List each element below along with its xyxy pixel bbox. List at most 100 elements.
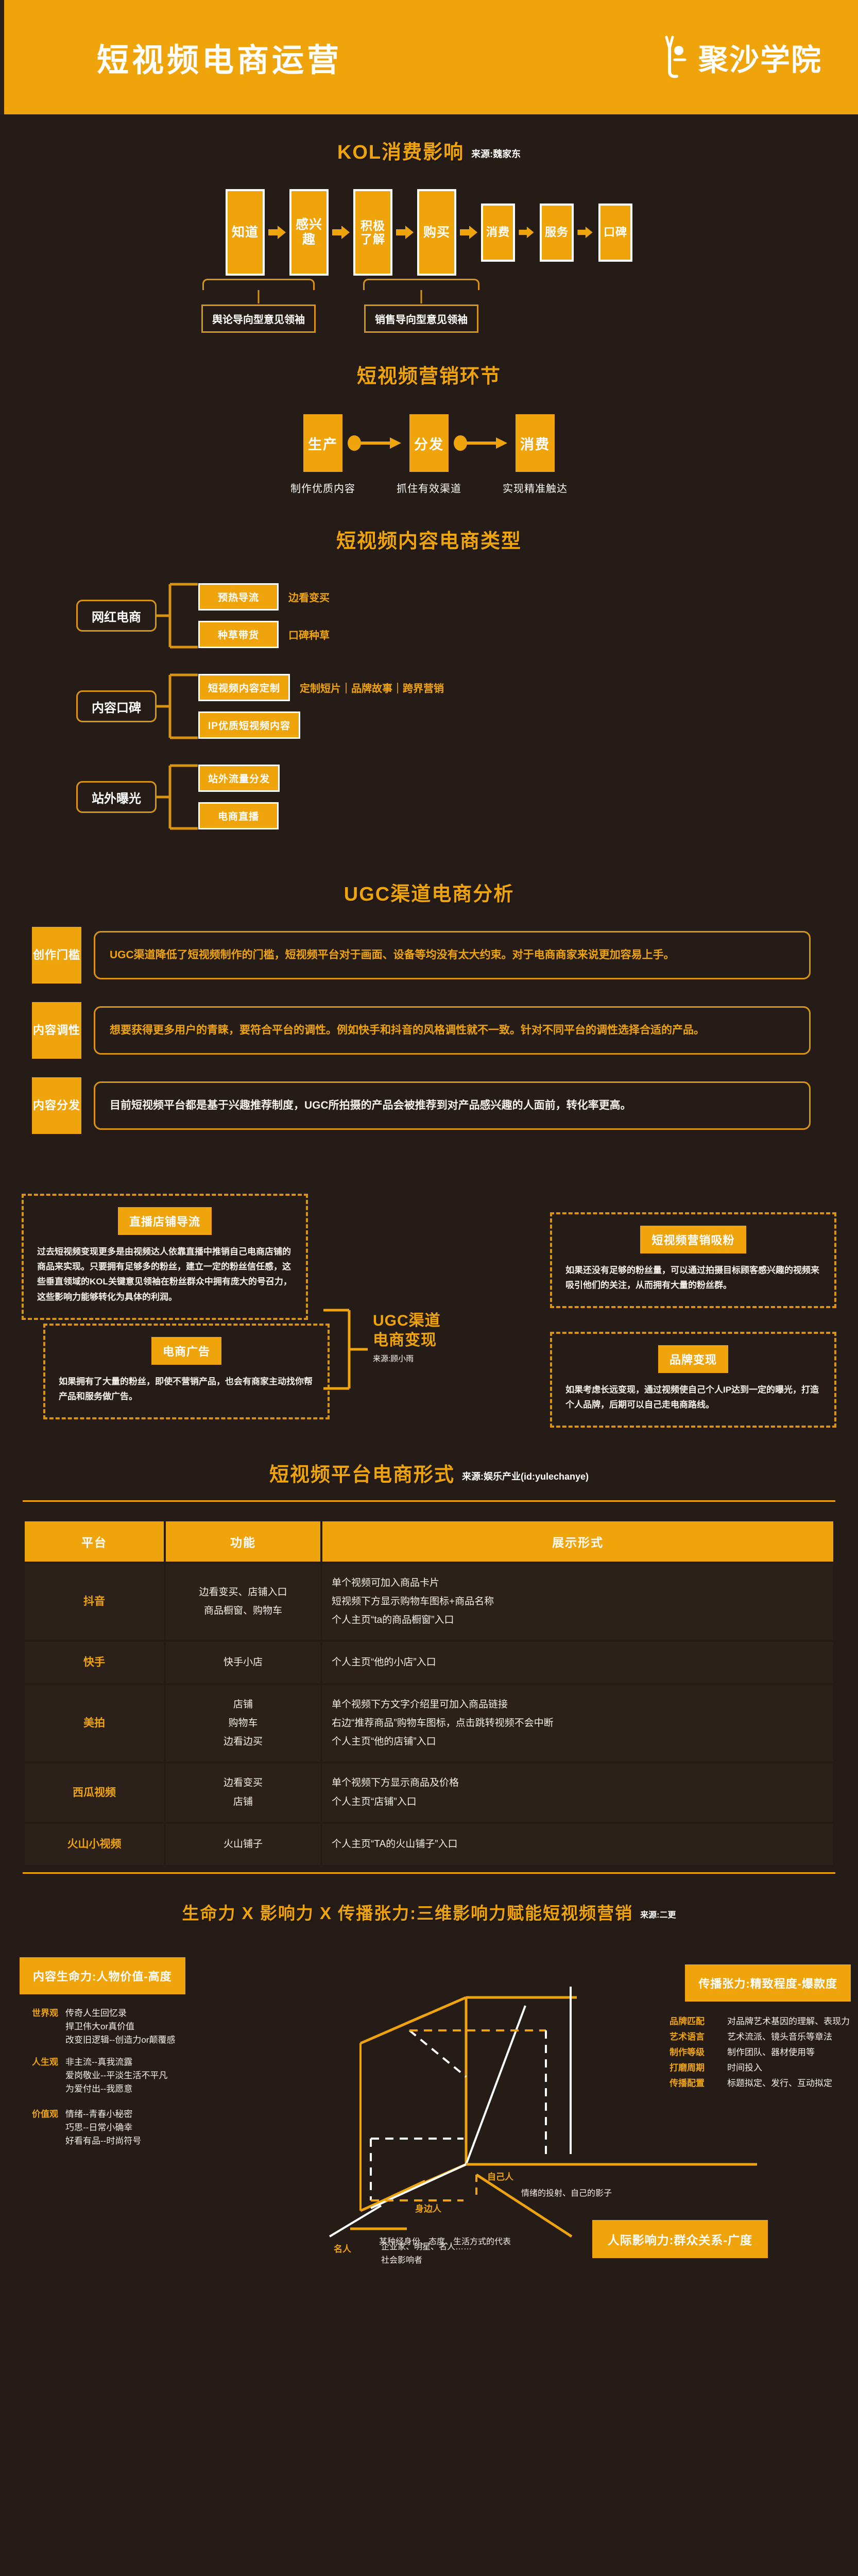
table-top-rule: [23, 1500, 835, 1502]
right-axis-value: 标题拟定、发行、互动拟定: [727, 2078, 832, 2088]
stage-section-header: 短视频营销环节: [0, 360, 858, 388]
monetize-quadrants: 直播店铺导流 过去短视频变现更多是由视频达人依靠直播中推销自己电商店铺的商品来实…: [0, 1194, 858, 1449]
platform-table-header: 短视频平台电商形式 来源:娱乐产业(id:yulechanye): [0, 1459, 858, 1487]
cube-section-title: 生命力 X 影响力 X 传播张力:三维影响力赋能短视频营销: [182, 1903, 633, 1923]
tree-group-zhanwai: 站外曝光 站外流量分发 电商直播: [76, 758, 858, 836]
cell-format-meipai: 单个视频下方文字介绍里可加入商品链接 右边“推荐商品”购物车图标，点击跳转视频不…: [322, 1685, 833, 1762]
table-row: 西瓜视频 边看变买 店铺 单个视频下方显示商品及价格 个人主页“店铺”入口: [25, 1764, 833, 1822]
stage-box-consume: 消费: [516, 414, 555, 472]
ugc-panel-list: 创作门槛 UGC渠道降低了短视频制作的门槛，短视频平台对于画面、设备等均没有太大…: [0, 927, 858, 1134]
cube-depth-label-celebrity: 名人: [334, 2244, 351, 2254]
right-axis-value: 时间投入: [727, 2062, 762, 2073]
fmt-line: 个人主页“他的店铺”入口: [332, 1736, 436, 1748]
cube-depth-label-self: 自己人: [487, 2172, 513, 2182]
stage-caption-produce: 制作优质内容: [290, 483, 355, 495]
dot-arrow-icon: [342, 435, 409, 451]
axis-row-worldview: 世界观 传奇人生回忆录 捍卫伟大or真价值 改变旧逻辑--创造力or颠覆感: [32, 2007, 341, 2047]
types-section-title: 短视频内容电商类型: [336, 531, 522, 552]
arrow-right-icon: [460, 225, 477, 240]
dot-arrow-icon: [449, 435, 516, 451]
cell-format-xigua: 单个视频下方显示商品及价格 个人主页“店铺”入口: [322, 1764, 833, 1822]
platform-table-section: 短视频平台电商形式 来源:娱乐产业(id:yulechanye) 平台 功能 展…: [0, 1449, 858, 1874]
table-row: 快手 快手小店 个人主页“他的小店”入口: [25, 1642, 833, 1684]
kol-section-header: KOL消费影响 来源:魏家东: [0, 136, 858, 164]
axis-value: 捍卫伟大or真价值: [65, 2021, 135, 2031]
monetize-center-title-line2: 电商变现: [373, 1331, 437, 1349]
col-platform: 平台: [25, 1521, 164, 1562]
cell-format-kuaishou: 个人主页“他的小店”入口: [322, 1642, 833, 1684]
table-row: 火山小视频 火山铺子 个人主页“TA的火山铺子”入口: [25, 1823, 833, 1865]
right-axis-key: 品牌匹配: [670, 2016, 705, 2026]
axis-value: 好看有品--时尚符号: [65, 2136, 142, 2146]
tree-chip-ip-content: IP优质短视频内容: [200, 713, 299, 737]
stage-caption-distribute: 抓住有效渠道: [397, 483, 461, 495]
quad-live-store: 直播店铺导流 过去短视频变现更多是由视频达人依靠直播中推销自己电商店铺的商品来实…: [22, 1194, 308, 1320]
cube-right-axis-list: 品牌匹配 对品牌艺术基因的理解、表现力 艺术语言 艺术流派、镜头音乐等章法 制作…: [670, 2014, 850, 2091]
func-line: 商品橱窗、购物车: [203, 1605, 282, 1617]
cube-band-content-vitality: 内容生命力:人物价值-高度: [20, 1957, 185, 1994]
kol-step-purchase: 购买: [419, 191, 454, 274]
stage-box-produce: 生产: [303, 414, 342, 472]
cell-platform-xigua: 西瓜视频: [25, 1764, 164, 1822]
kol-step-know: 知道: [228, 191, 263, 274]
bracket-opinion: [202, 279, 315, 290]
func-line: 快手小店: [223, 1657, 263, 1668]
cube-depth-note-celebrity-2: 社会影响者: [381, 2256, 423, 2265]
ugc-text-threshold: UGC渠道降低了短视频制作的门槛，短视频平台对于画面、设备等均没有太大约束。对于…: [94, 931, 811, 979]
platform-table-source: 来源:娱乐产业(id:yulechanye): [461, 1471, 589, 1482]
tree-chip-offsite-traffic: 站外流量分发: [200, 766, 279, 790]
tree-row: 种草带货 口碑种草: [200, 622, 330, 647]
kol-step-wordofmouth: 口碑: [600, 205, 630, 260]
table-bottom-rule: [23, 1872, 835, 1874]
tree-root-wanghong: 网红电商: [76, 600, 157, 632]
tree-group-wanghong: 网红电商 预热导流 边看变买 种草带货 口碑种草: [76, 577, 858, 654]
cell-platform-meipai: 美拍: [25, 1685, 164, 1762]
monetize-source: 来源:顾小雨: [373, 1354, 414, 1363]
monetize-center-label: UGC渠道 电商变现 来源:顾小雨: [323, 1309, 473, 1390]
monetize-center-title-line1: UGC渠道: [373, 1312, 441, 1329]
quad-text-brand: 如果考虑长远变现，通过视频使自己个人IP达到一定的曝光，打造个人品牌，后期可以自…: [565, 1385, 819, 1410]
quad-title-ads: 电商广告: [151, 1337, 221, 1365]
tree-connector: [157, 577, 200, 654]
fmt-line: 单个视频下方文字介绍里可加入商品链接: [332, 1699, 508, 1710]
ugc-panel-threshold: 创作门槛 UGC渠道降低了短视频制作的门槛，短视频平台对于画面、设备等均没有太大…: [32, 927, 811, 984]
axis-value: 情绪--青春小秘密: [65, 2109, 133, 2119]
ugc-panel-tone: 内容调性 想要获得更多用户的青睐，要符合平台的调性。例如快手和抖音的风格调性就不…: [32, 1002, 811, 1059]
tree-row: 短视频内容定制 定制短片｜品牌故事｜跨界营销: [200, 675, 444, 700]
fmt-line: 单个视频可加入商品卡片: [332, 1578, 440, 1588]
ugc-section-header: UGC渠道电商分析: [0, 878, 858, 906]
col-format: 展示形式: [322, 1521, 833, 1562]
cube-band-interpersonal: 人际影响力:群众关系-广度: [592, 2219, 768, 2258]
cube-section: 生命力 X 影响力 X 传播张力:三维影响力赋能短视频营销 来源:二更: [0, 1874, 858, 2265]
logo-text: 聚沙学院: [698, 42, 822, 77]
cell-format-douyin: 单个视频可加入商品卡片 短视频下方显示购物车图标+商品名称 个人主页“ta的商品…: [322, 1564, 833, 1640]
func-line: 边看变买、店铺入口: [199, 1587, 287, 1598]
monetize-section: 直播店铺导流 过去短视频变现更多是由视频达人依靠直播中推销自己电商店铺的商品来实…: [0, 1153, 858, 1449]
ugc-text-tone: 想要获得更多用户的青睐，要符合平台的调性。例如快手和抖音的风格调性就不一致。针对…: [94, 1006, 811, 1055]
tree-connector: [157, 668, 200, 745]
right-axis-key: 制作等级: [670, 2047, 705, 2057]
kol-label-opinion: 舆论导向型意见领袖: [201, 304, 316, 333]
kol-label-sales: 销售导向型意见领袖: [364, 304, 478, 333]
tree-children: 预热导流 边看变买 种草带货 口碑种草: [200, 585, 330, 647]
table-row: 抖音 边看变买、店铺入口 商品橱窗、购物车 单个视频可加入商品卡片 短视频下方显…: [25, 1564, 833, 1640]
arrow-right-icon: [396, 225, 414, 240]
quad-ads: 电商广告 如果拥有了大量的粉丝，即使不营销产品，也会有商家主动找你帮产品和服务做…: [43, 1324, 330, 1420]
axis-value: 非主流--真我流露: [65, 2057, 133, 2067]
func-line: 购物车: [228, 1718, 258, 1729]
kol-bracket-group: 舆论导向型意见领袖 销售导向型意见领袖: [187, 279, 671, 333]
tree-connector: [157, 758, 200, 836]
quad-brand: 品牌变现 如果考虑长远变现，通过视频使自己个人IP达到一定的曝光，打造个人品牌，…: [550, 1332, 836, 1428]
ugc-tag-distribution: 内容分发: [32, 1077, 81, 1134]
arrow-right-icon: [577, 225, 595, 240]
platform-table: 平台 功能 展示形式 抖音 边看变买、店铺入口 商品橱窗、购物车 单个视频可加入…: [23, 1519, 835, 1867]
tree-chip-live-commerce: 电商直播: [200, 804, 277, 828]
ugc-section-title: UGC渠道电商分析: [344, 884, 514, 905]
cube-depth-note-nearby: 某种经身份、态度、生活方式的代表: [379, 2237, 511, 2246]
axis-row-values: 价值观 情绪--青春小秘密 巧思--日常小确幸 好看有品--时尚符号: [32, 2108, 341, 2148]
quad-title-fan-growth: 短视频营销吸粉: [640, 1226, 746, 1253]
kol-flow: 知道 感兴趣 积极了解 购买 消费 服务 口碑: [0, 191, 858, 274]
kol-source: 来源:魏家东: [471, 149, 521, 159]
types-section-header: 短视频内容电商类型: [0, 525, 858, 553]
types-section: 短视频内容电商类型 网红电商 预热导流 边看变买 种草带货: [0, 495, 858, 836]
